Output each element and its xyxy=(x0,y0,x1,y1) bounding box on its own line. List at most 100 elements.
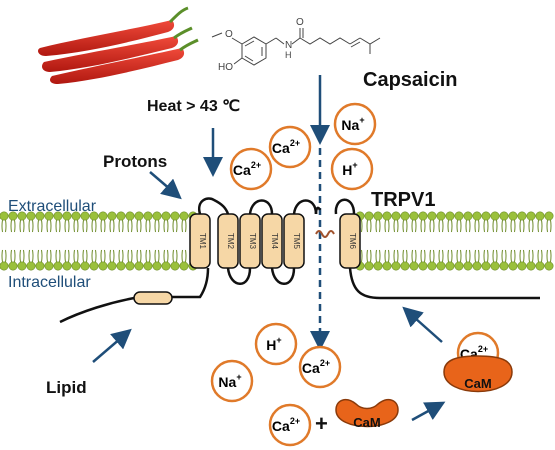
carbonyl-o-label: O xyxy=(296,17,304,28)
lipid-tail xyxy=(136,249,142,263)
protons-label: Protons xyxy=(103,152,167,171)
lipid-head xyxy=(170,261,180,271)
tm-label: TM6 xyxy=(348,233,357,250)
lipid-tail xyxy=(1,249,7,263)
calmodulin-inhibit-arrow xyxy=(402,306,443,343)
lipid-head xyxy=(143,261,153,271)
lipid-tail xyxy=(447,219,453,233)
tm-label: TM1 xyxy=(198,233,207,250)
lipid-head xyxy=(17,211,27,221)
lipid-head xyxy=(17,261,27,271)
lipid-head xyxy=(134,261,144,271)
lipid-tail xyxy=(528,249,534,263)
lipid-tail xyxy=(64,219,70,233)
lipid-tail xyxy=(100,219,106,233)
lipid-tail xyxy=(82,249,88,263)
lipid-head xyxy=(526,211,536,221)
lipid-head xyxy=(35,261,45,271)
cam-free: CaM xyxy=(335,399,399,430)
lipid-tail xyxy=(474,249,480,263)
lipid-head xyxy=(463,211,473,221)
methoxy-o-label: O xyxy=(225,29,233,40)
lipid-head xyxy=(71,211,81,221)
amide-n-label: N xyxy=(285,40,292,51)
ion-circle xyxy=(330,147,374,191)
lipid-head xyxy=(62,211,72,221)
ion-circle xyxy=(333,102,377,146)
lipid-tail xyxy=(181,219,187,233)
lipid-tail xyxy=(136,219,142,233)
lipid-head xyxy=(80,261,90,271)
lipid-anchor-helix xyxy=(133,291,173,305)
tm-helix xyxy=(239,213,261,269)
lipid-head xyxy=(418,211,428,221)
lipid-head xyxy=(481,261,491,271)
ion-circle xyxy=(268,125,312,169)
lipid-tail xyxy=(438,219,444,233)
lipid-head xyxy=(472,261,482,271)
lipid-tail xyxy=(145,219,151,233)
ion-label: H+ xyxy=(342,160,357,178)
ion-label: Ca2+ xyxy=(272,138,300,156)
lipid-tail xyxy=(393,219,399,233)
lipid-bilayer xyxy=(0,211,554,271)
ions-layer: Ca2+Ca2+Na+H+H+Na+Ca2+Ca2+Ca2+ xyxy=(210,102,500,447)
lipid-tail xyxy=(163,219,169,233)
lipid-head xyxy=(364,261,374,271)
lipid-head xyxy=(499,211,509,221)
lipid-head xyxy=(391,211,401,221)
ion-circle xyxy=(268,403,312,447)
lipid-head xyxy=(436,261,446,271)
lipid-head xyxy=(152,261,162,271)
lipid-tail xyxy=(55,219,61,233)
lipid-head xyxy=(116,261,126,271)
protons-arrow xyxy=(149,171,182,200)
lipid-head xyxy=(125,261,135,271)
lipid-head xyxy=(445,211,455,221)
lipid-tail xyxy=(127,249,133,263)
lipid-head xyxy=(89,261,99,271)
lipid-head xyxy=(35,211,45,221)
cam-binding-arrow xyxy=(411,401,446,422)
lipid-tail xyxy=(456,249,462,263)
lipid-tail xyxy=(91,219,97,233)
cam-label-bound: CaM xyxy=(464,376,491,391)
lipid-tail xyxy=(118,249,124,263)
lipid-head xyxy=(526,261,536,271)
lipid-tail xyxy=(483,219,489,233)
lipid-head xyxy=(8,211,18,221)
lipid-tail xyxy=(510,219,516,233)
ion-label: Ca2+ xyxy=(302,358,330,376)
lipid-tail xyxy=(28,219,34,233)
lipid-head xyxy=(8,261,18,271)
lipid-head xyxy=(418,261,428,271)
lipid-head xyxy=(490,261,500,271)
lipid-head xyxy=(544,211,554,221)
lipid-tail xyxy=(429,249,435,263)
lipid-tail xyxy=(154,249,160,263)
lipid-tail xyxy=(375,219,381,233)
lipid-head xyxy=(544,261,554,271)
ion-label: Ca2+ xyxy=(272,416,300,434)
tm-label: TM5 xyxy=(292,233,301,250)
cam-bound: CaM xyxy=(443,355,513,393)
lipid-head xyxy=(454,211,464,221)
lipid-tail xyxy=(546,219,552,233)
lipid-head xyxy=(472,211,482,221)
lipid-tail xyxy=(109,249,115,263)
lipid-head xyxy=(107,211,117,221)
lipid-tail xyxy=(366,249,372,263)
lipid-head xyxy=(179,261,189,271)
lipid-head xyxy=(499,261,509,271)
lipid-tail xyxy=(492,219,498,233)
cam-label-free: CaM xyxy=(353,415,380,430)
tm-label: TM3 xyxy=(248,233,257,250)
lipid-tail xyxy=(172,219,178,233)
lipid-tail xyxy=(46,219,52,233)
hydroxyl-label: HO xyxy=(218,62,233,73)
tm-helix xyxy=(189,213,211,269)
lipid-head xyxy=(382,261,392,271)
lipid-head xyxy=(463,261,473,271)
lipid-head xyxy=(53,211,63,221)
